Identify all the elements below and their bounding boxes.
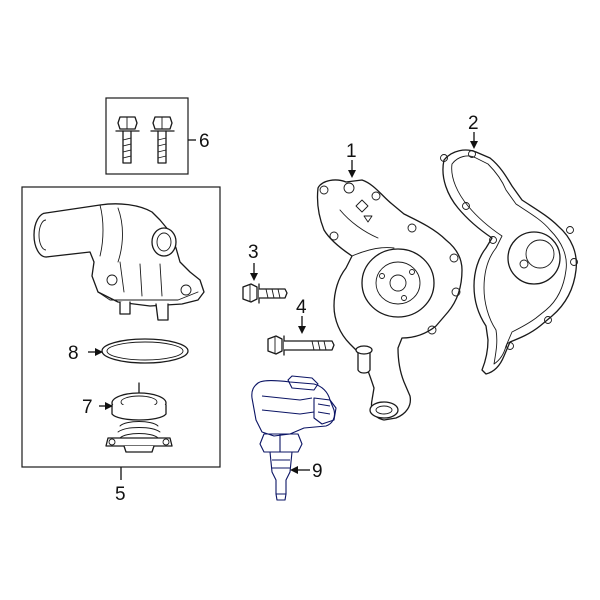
arrow-1 <box>348 170 356 178</box>
callout-4[interactable]: 4 <box>296 297 307 318</box>
bolt-4-group[interactable]: 4 <box>267 297 335 356</box>
coolant-temperature-sensor-group[interactable]: 9 <box>251 375 337 501</box>
bolt-b[interactable] <box>150 116 175 164</box>
bolt-4[interactable] <box>267 335 335 356</box>
coolant-temperature-sensor[interactable] <box>251 375 337 501</box>
arrow-4 <box>298 326 306 334</box>
water-pump[interactable] <box>316 179 463 421</box>
bolt-set-box <box>105 97 189 175</box>
arrow-3 <box>250 273 258 281</box>
water-pump-gasket-group[interactable]: 2 <box>440 113 578 375</box>
bolt-a[interactable] <box>115 116 140 164</box>
callout-7[interactable]: 7 <box>82 397 93 418</box>
thermostat-housing[interactable] <box>33 203 205 321</box>
housing-gasket[interactable] <box>101 338 189 364</box>
thermostat[interactable] <box>105 382 173 453</box>
thermostat-housing-group[interactable]: 8 7 5 <box>21 186 221 505</box>
callout-3[interactable]: 3 <box>248 242 259 263</box>
bolt-3[interactable] <box>242 283 288 304</box>
callout-1[interactable]: 1 <box>346 141 357 162</box>
bolt-3-group[interactable]: 3 <box>242 242 288 304</box>
callout-8[interactable]: 8 <box>68 343 79 364</box>
callout-2[interactable]: 2 <box>468 113 479 134</box>
arrow-2 <box>470 141 478 149</box>
leader-7 <box>99 402 113 410</box>
leader-8 <box>88 348 103 356</box>
callout-9[interactable]: 9 <box>312 461 323 482</box>
callout-5[interactable]: 5 <box>115 484 126 505</box>
water-pump-gasket[interactable] <box>440 149 578 375</box>
arrow-9 <box>290 466 298 474</box>
water-pump-group[interactable]: 1 <box>316 141 463 421</box>
bolt-set-group[interactable]: 6 <box>105 97 210 175</box>
callout-6[interactable]: 6 <box>199 131 210 152</box>
